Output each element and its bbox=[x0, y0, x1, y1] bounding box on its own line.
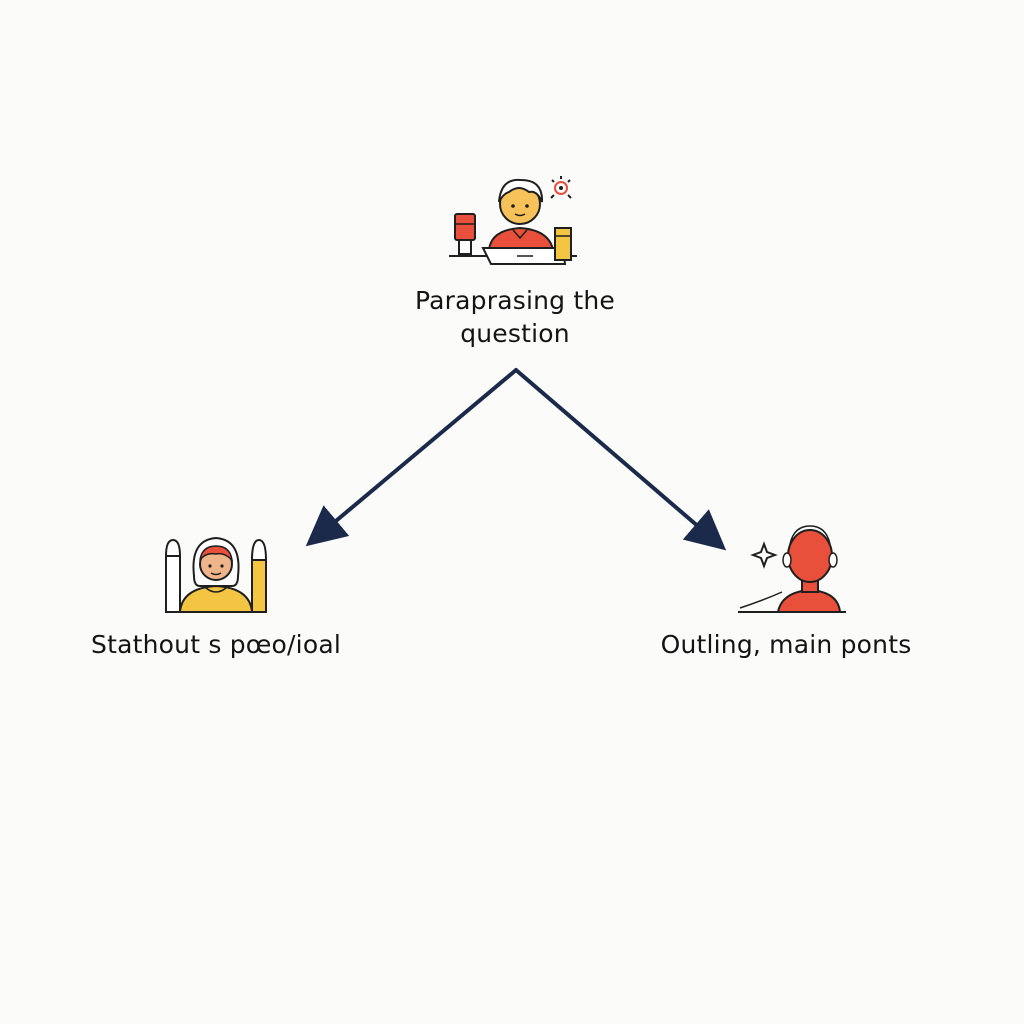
person-at-laptop-icon bbox=[449, 176, 577, 265]
node-label-top-line1: Paraprasing the bbox=[415, 286, 615, 315]
node-label-right: Outling, main ponts bbox=[660, 630, 912, 659]
arrow-to-left bbox=[305, 368, 518, 547]
connector-arrows bbox=[305, 368, 727, 551]
arrow-to-right bbox=[514, 368, 727, 551]
node-label-top: Paraprasing the question bbox=[365, 284, 665, 350]
node-label-left: Stathout s pœo/ioal bbox=[91, 630, 341, 659]
person-hands-raised-icon bbox=[164, 536, 268, 613]
node-label-top-line2: question bbox=[460, 319, 570, 348]
person-sparkle-icon bbox=[738, 525, 846, 613]
